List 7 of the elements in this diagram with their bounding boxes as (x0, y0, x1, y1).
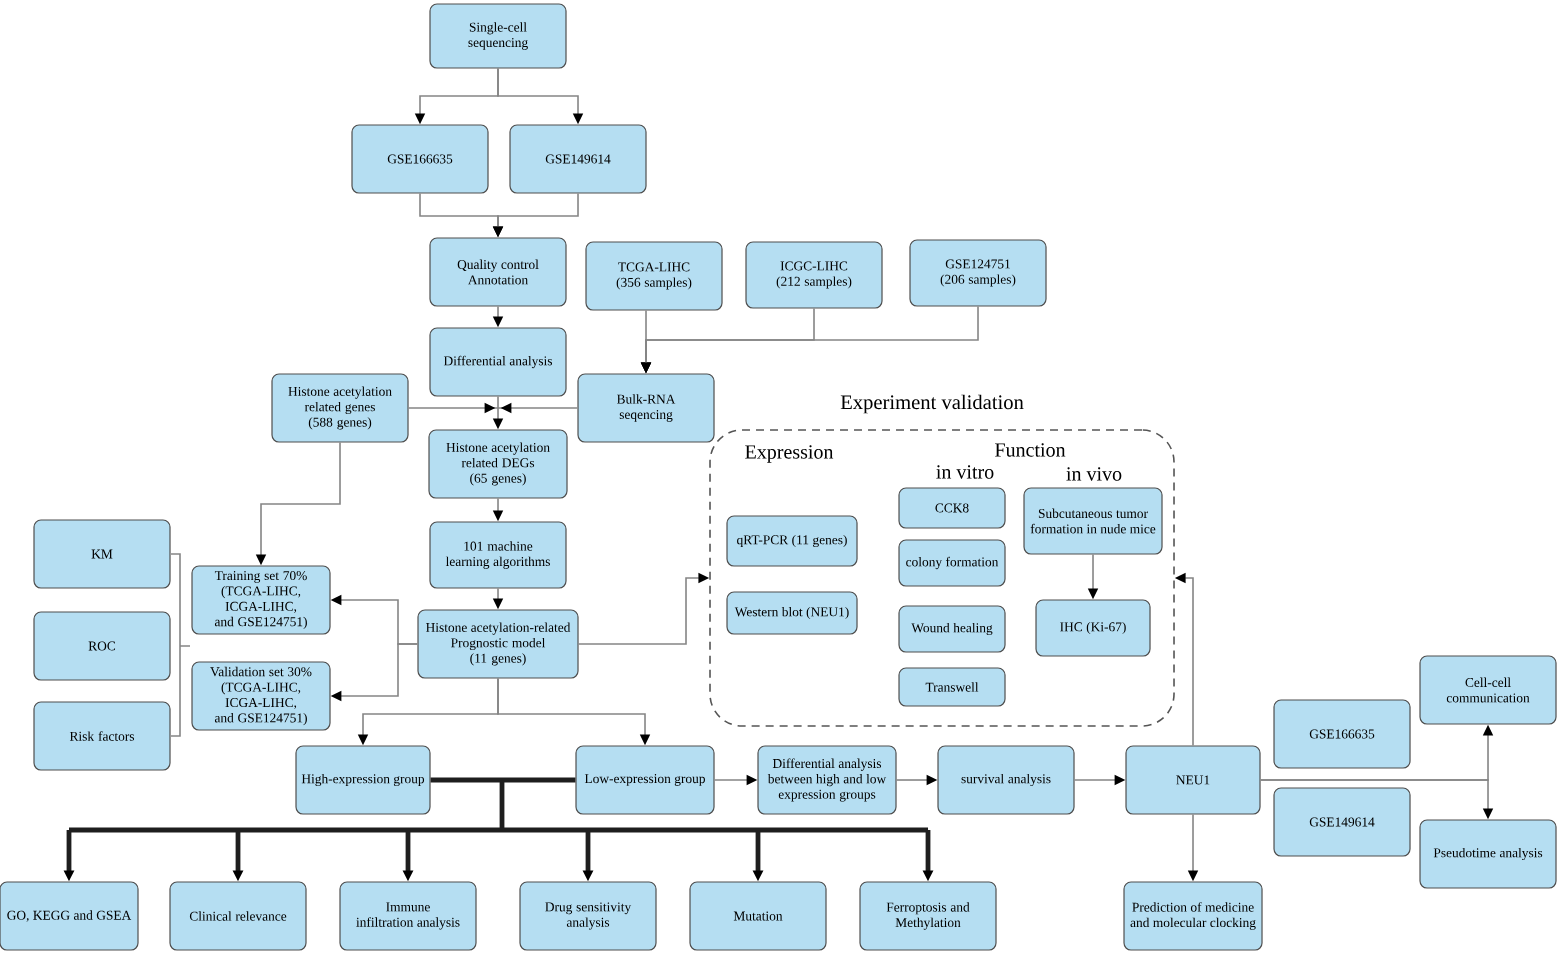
panel-title: Experiment validation (840, 394, 1024, 414)
connector-line (66, 777, 931, 833)
column-heading: Function (995, 443, 1066, 457)
column-subheading: in vitro (936, 465, 994, 479)
column-heading: Expression (745, 445, 834, 463)
connector-line (497, 395, 499, 409)
column-subheading: in vivo (1066, 467, 1122, 481)
